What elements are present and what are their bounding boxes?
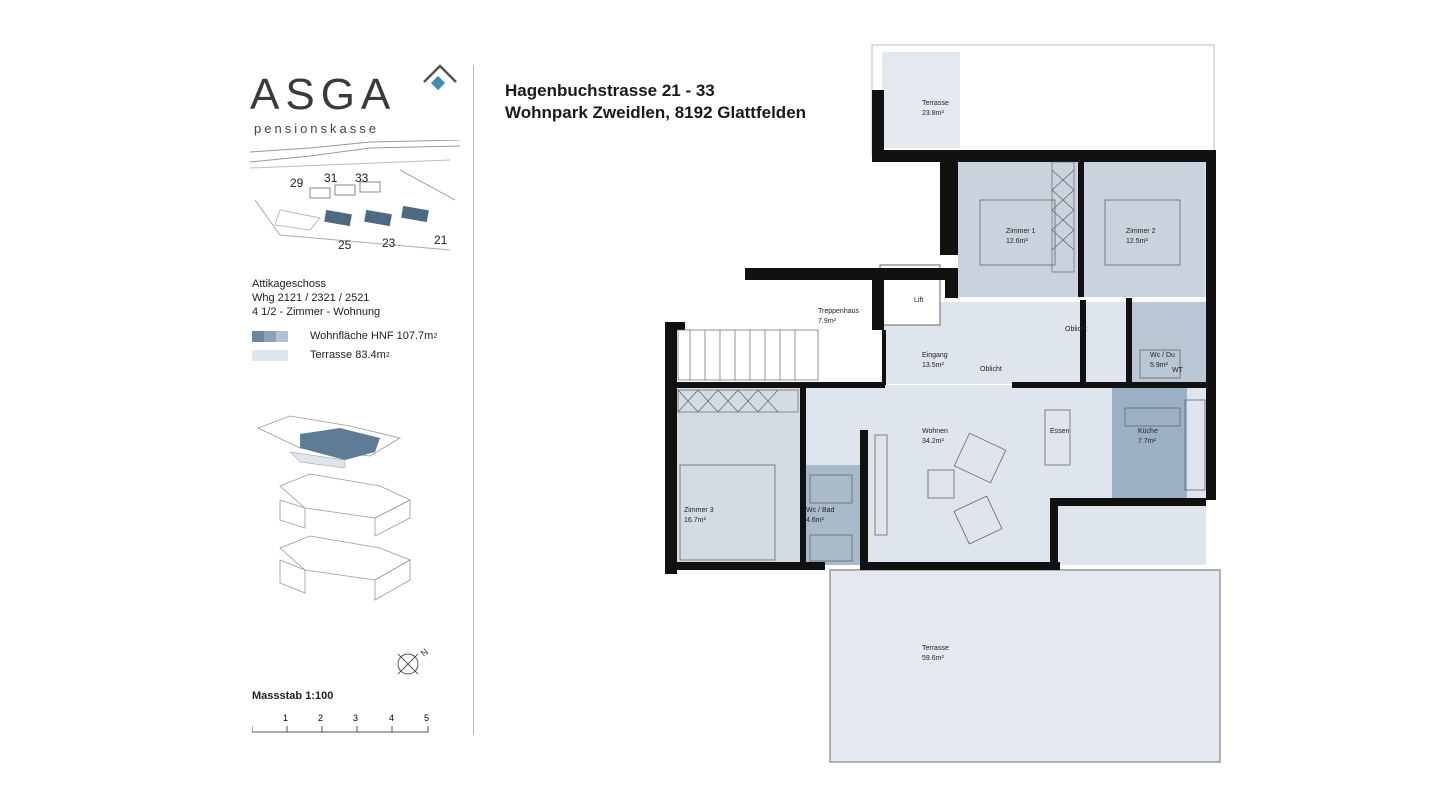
label-zimmer2-area: 12.5m² bbox=[1126, 238, 1148, 245]
isometric-building-diagram bbox=[256, 415, 411, 601]
apartment-numbers: Whg 2121 / 2321 / 2521 bbox=[252, 292, 370, 304]
north-compass-icon: N bbox=[397, 647, 430, 675]
label-terrasse-south-name: Terrasse bbox=[922, 645, 949, 652]
label-zimmer1-area: 12.6m² bbox=[1006, 238, 1028, 245]
house-number-21: 21 bbox=[434, 233, 448, 247]
label-zimmer1-name: Zimmer 1 bbox=[1006, 228, 1036, 235]
label-wohnen-area: 34.2m² bbox=[922, 438, 944, 445]
legend-terrace-label: Terrasse 83.4m bbox=[310, 349, 386, 361]
brand-logo-text: ASGA bbox=[250, 70, 397, 119]
house-number-23: 23 bbox=[382, 236, 396, 250]
site-plan-map bbox=[250, 140, 461, 251]
label-wcdu-area: 5.9m² bbox=[1150, 362, 1169, 369]
kitchen-fill bbox=[1112, 388, 1187, 498]
label-zimmer2-name: Zimmer 2 bbox=[1126, 228, 1156, 235]
legend-living-sup: 2 bbox=[433, 332, 438, 340]
unit-info: Attikageschoss Whg 2121 / 2321 / 2521 4 … bbox=[252, 277, 380, 319]
wcbad-fill bbox=[805, 465, 860, 565]
brand-subtitle: pensionskasse bbox=[254, 121, 379, 136]
scale-label: Massstab 1:100 bbox=[252, 690, 334, 702]
label-kueche-name: Küche bbox=[1138, 428, 1158, 435]
scale-tick-3: 3 bbox=[353, 713, 358, 723]
zimmer3-fill bbox=[670, 385, 800, 565]
legend-living-label: Wohnfläche HNF 107.7m bbox=[310, 330, 434, 342]
scale-tick-5: 5 bbox=[424, 713, 429, 723]
staircase bbox=[677, 329, 819, 381]
compass-north-label: N bbox=[419, 647, 430, 659]
label-terrasse-south-area: 59.6m² bbox=[922, 655, 944, 662]
label-zimmer3-name: Zimmer 3 bbox=[684, 507, 714, 514]
house-logo-icon bbox=[423, 64, 457, 91]
label-kueche-area: 7.7m² bbox=[1138, 438, 1157, 445]
label-terrasse-north-name: Terrasse bbox=[922, 100, 949, 107]
label-wcbad-area: 4.6m² bbox=[806, 517, 825, 524]
house-number-33: 33 bbox=[355, 171, 369, 185]
sidebar-divider bbox=[473, 65, 474, 735]
label-eingang-area: 13.5m² bbox=[922, 362, 944, 369]
floor-plan: Terrasse 23.8m² Zimmer 1 12.6m² Zimmer 2… bbox=[665, 44, 1221, 763]
label-wcbad-name: Wc / Bad bbox=[806, 507, 835, 514]
house-number-29: 29 bbox=[290, 176, 304, 190]
legend-terrace-sup: 2 bbox=[385, 351, 390, 359]
wcdu-fill bbox=[1130, 302, 1206, 384]
label-terrasse-north-area: 23.8m² bbox=[922, 110, 944, 117]
scale-bar: 1 2 3 4 5 bbox=[252, 713, 429, 733]
label-wcdu-name: Wc / Du bbox=[1150, 352, 1175, 359]
project-header: Hagenbuchstrasse 21 - 33 Wohnpark Zweidl… bbox=[505, 80, 806, 124]
label-lift: Lift bbox=[914, 297, 923, 304]
legend-swatch-terrace bbox=[252, 349, 288, 361]
label-wohnen-name: Wohnen bbox=[922, 428, 948, 435]
apartment-type: 4 1/2 - Zimmer - Wohnung bbox=[252, 306, 381, 318]
project-location: Wohnpark Zweidlen, 8192 Glattfelden bbox=[505, 103, 807, 122]
label-eingang-name: Eingang bbox=[922, 352, 948, 359]
label-zimmer3-area: 16.7m² bbox=[684, 517, 706, 524]
label-oblicht-2: Oblicht bbox=[980, 366, 1002, 373]
label-oblicht-1: Oblicht bbox=[1065, 326, 1087, 333]
furniture bbox=[679, 199, 1206, 562]
label-wt: WT bbox=[1172, 367, 1184, 374]
house-number-31: 31 bbox=[324, 171, 338, 185]
terrace-north-fill bbox=[882, 52, 960, 148]
scale-tick-1: 1 bbox=[283, 713, 288, 723]
terrace-south-area bbox=[829, 569, 1221, 763]
legend-swatch-living bbox=[252, 330, 288, 342]
house-number-25: 25 bbox=[338, 238, 352, 252]
wardrobes bbox=[677, 161, 1075, 413]
scale-tick-4: 4 bbox=[389, 713, 394, 723]
project-address: Hagenbuchstrasse 21 - 33 bbox=[505, 81, 715, 100]
walls bbox=[665, 90, 1216, 574]
label-treppenhaus-name: Treppenhaus bbox=[818, 308, 859, 315]
label-essen: Essen bbox=[1050, 428, 1070, 435]
scale-tick-2: 2 bbox=[318, 713, 323, 723]
label-treppenhaus-area: 7.9m² bbox=[818, 318, 837, 325]
floor-label: Attikageschoss bbox=[252, 278, 326, 290]
